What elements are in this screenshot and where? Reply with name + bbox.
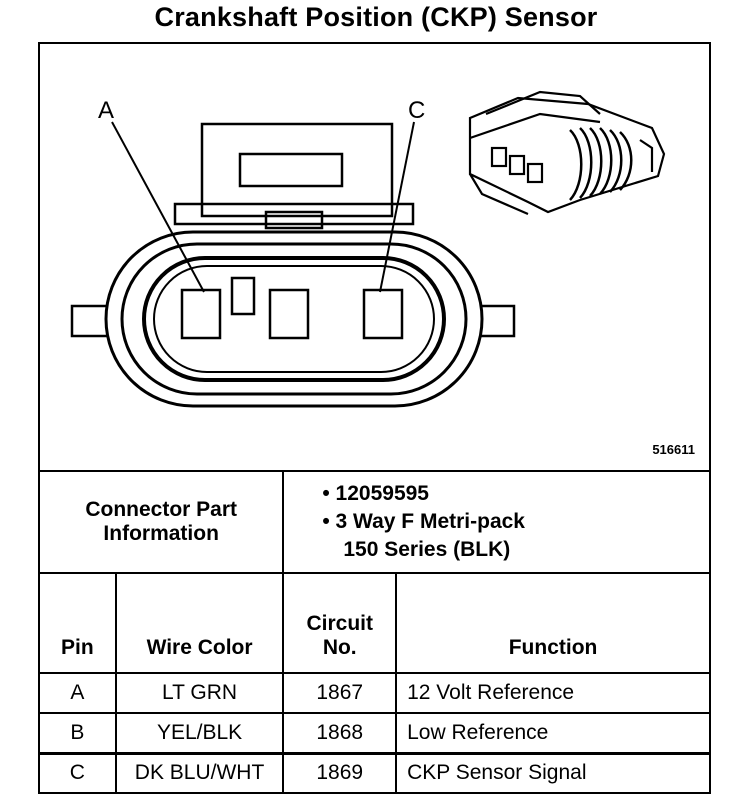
table-row: B YEL/BLK 1868 Low Reference — [38, 712, 711, 754]
header-wire-color: Wire Color — [114, 572, 285, 674]
cavity-b — [268, 288, 310, 340]
connector-perspective-sketch — [468, 90, 666, 216]
table-row: C DK BLU/WHT 1869 CKP Sensor Signal — [38, 752, 711, 794]
terminal-cavities — [180, 276, 404, 340]
connector-info-list: • 12059595 • 3 Way F Metri-pack 150 Seri… — [282, 470, 711, 574]
connector-info-label: Connector Part Information — [37, 470, 285, 574]
list-item: • 3 Way F Metri-pack — [322, 510, 525, 533]
connector-info-row: Connector Part Information • 12059595 • … — [37, 470, 711, 574]
cavity-a — [180, 288, 222, 340]
list-item: 150 Series (BLK) — [343, 538, 511, 561]
cavity-c — [362, 288, 404, 340]
pin-a-label: A — [98, 97, 114, 124]
connector-top-housing — [173, 122, 415, 230]
connector-side-tabs — [70, 304, 516, 338]
connector-diagram: A C — [70, 90, 666, 408]
header-pin: Pin — [38, 572, 117, 674]
header-circuit: Circuit No. — [282, 572, 398, 674]
table-header-row: Pin Wire Color Circuit No. Function — [38, 572, 711, 674]
header-function: Function — [395, 572, 711, 674]
cavity-key — [230, 276, 256, 316]
connector-table: Connector Part Information • 12059595 • … — [37, 470, 711, 794]
list-item: • 12059595 — [322, 482, 429, 505]
table-row: A LT GRN 1867 12 Volt Reference — [38, 672, 711, 714]
pin-leader-lines — [111, 121, 415, 293]
diagram-frame: A C — [37, 42, 711, 794]
page-title: Crankshaft Position (CKP) Sensor — [154, 2, 598, 32]
pin-c-label: C — [408, 97, 425, 124]
figure-number: 516611 — [652, 442, 695, 457]
